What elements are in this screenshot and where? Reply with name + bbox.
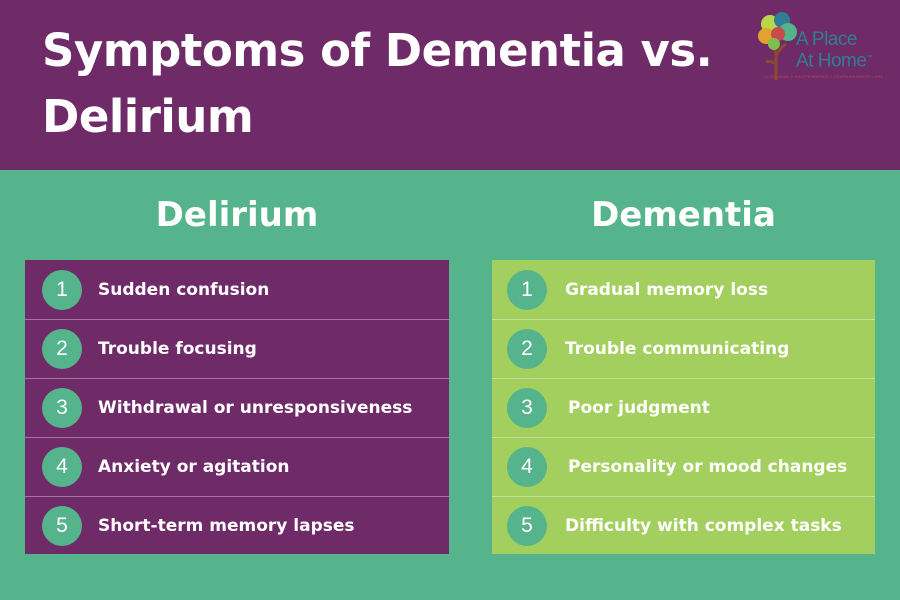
number-badge: 1	[42, 269, 82, 310]
list-item: 1 Gradual memory loss	[492, 260, 875, 319]
list-item: 5 Short-term memory lapses	[25, 496, 449, 555]
symptom-label: Short-term memory lapses	[98, 516, 355, 536]
number-badge: 2	[42, 329, 82, 369]
symptom-label: Trouble focusing	[98, 339, 257, 359]
logo-trademark: ™	[866, 55, 872, 61]
list-item: 4 Anxiety or agitation	[25, 437, 449, 496]
list-item: 1 Sudden confusion	[25, 260, 449, 319]
delirium-heading: Delirium	[155, 195, 319, 235]
symptom-label: Sudden confusion	[98, 279, 270, 300]
symptom-label: Gradual memory loss	[565, 279, 769, 300]
number-badge: 4	[507, 447, 547, 487]
page-title: Symptoms of Dementia vs. Delirium	[42, 24, 713, 143]
dementia-list: 1 Gradual memory loss 2 Trouble communic…	[492, 260, 875, 554]
list-item: 3 Withdrawal or unresponsiveness	[25, 378, 449, 437]
number-badge: 3	[42, 388, 82, 428]
number-badge: 2	[507, 329, 547, 369]
number-badge: 4	[42, 447, 82, 487]
logo-line-2: At Home	[796, 50, 867, 72]
symptom-label: Poor judgment	[568, 398, 710, 418]
symptom-label: Anxiety or agitation	[98, 457, 290, 477]
list-item: 2 Trouble communicating	[492, 319, 875, 378]
logo-line-1: A Place	[796, 29, 857, 50]
list-item: 3 Poor judgment	[492, 378, 875, 437]
number-badge: 1	[507, 269, 547, 310]
list-item: 5 Difficulty with complex tasks	[492, 496, 875, 555]
logo-tagline: SUSTAINABLE INDEPENDENCE • COMPASSIONATE…	[764, 74, 884, 79]
dementia-heading: Dementia	[591, 195, 776, 235]
list-item: 2 Trouble focusing	[25, 319, 449, 378]
logo-name: A Place At Home™	[796, 30, 872, 70]
delirium-list: 1 Sudden confusion 2 Trouble focusing 3 …	[25, 260, 449, 554]
number-badge: 3	[507, 388, 547, 428]
symptom-label: Difficulty with complex tasks	[565, 516, 842, 536]
number-badge: 5	[42, 506, 82, 546]
number-badge: 5	[507, 506, 547, 546]
header-banner: Symptoms of Dementia vs. Delirium A Plac…	[0, 0, 900, 170]
brand-logo: A Place At Home™ SUSTAINABLE INDEPENDENC…	[756, 10, 896, 86]
list-item: 4 Personality or mood changes	[492, 437, 875, 496]
tree-icon	[758, 12, 797, 80]
symptom-label: Withdrawal or unresponsiveness	[98, 398, 413, 418]
symptom-label: Trouble communicating	[565, 339, 790, 359]
symptom-label: Personality or mood changes	[568, 457, 848, 477]
